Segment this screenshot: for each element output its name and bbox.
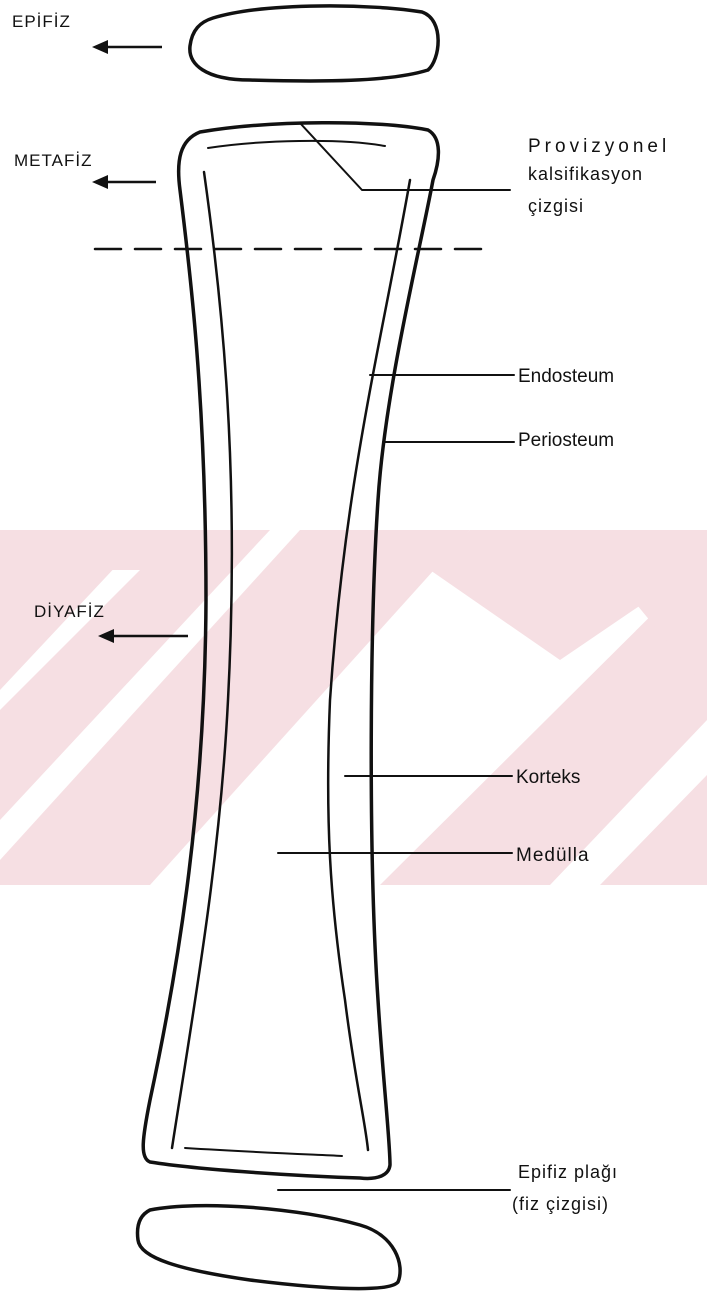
epifiz-plagi-label-line1: Epifiz plağı <box>518 1162 618 1182</box>
chevron-logo-watermark <box>0 530 707 885</box>
metafiz-label: METAFİZ <box>14 151 92 170</box>
epifiz-arrow-icon <box>92 40 162 54</box>
korteks-label: Korteks <box>516 767 580 788</box>
provizyonel-leader-line <box>300 123 510 190</box>
epifiz-label: EPİFİZ <box>12 12 71 31</box>
lower-epiphysis-shape <box>138 1206 401 1289</box>
provizyonel-label-line1: Provizyonel <box>528 136 670 157</box>
periosteum-label: Periosteum <box>518 430 614 451</box>
medulla-label: Medülla <box>516 845 590 866</box>
epiphyseal-plate-bottom-line <box>185 1148 342 1156</box>
provizyonel-label-line3: çizgisi <box>528 196 584 216</box>
upper-epiphysis-shape <box>190 6 438 81</box>
endosteum-label: Endosteum <box>518 366 614 387</box>
calcification-top-line <box>208 141 385 148</box>
diyafiz-label: DİYAFİZ <box>34 602 105 621</box>
metafiz-arrow-icon <box>92 175 156 189</box>
provizyonel-label-line2: kalsifikasyon <box>528 164 643 184</box>
epifiz-plagi-label-line2: (fiz çizgisi) <box>512 1194 609 1214</box>
